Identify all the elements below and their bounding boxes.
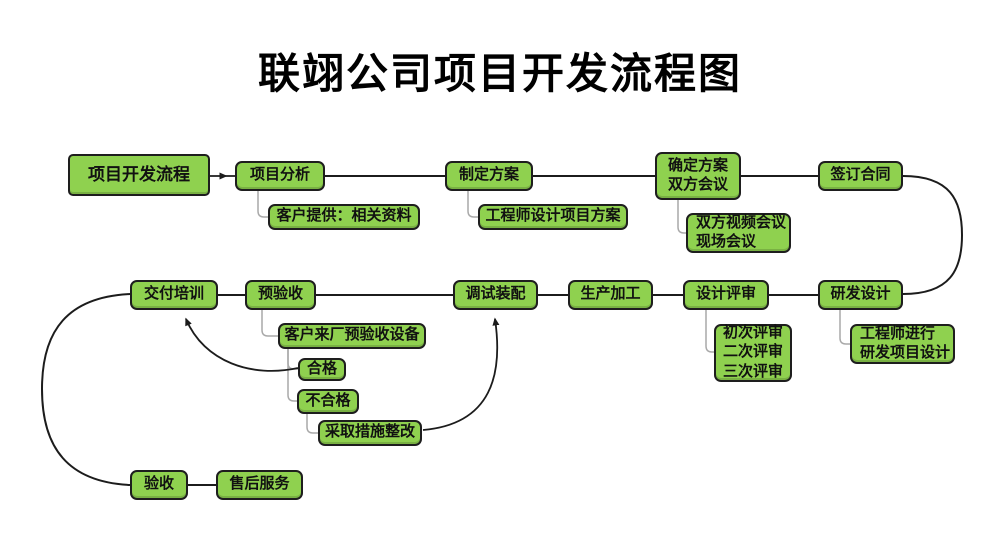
branch-review-note	[705, 310, 714, 353]
curve-contract-to-rnd	[902, 175, 964, 295]
node-design-review: 设计评审	[683, 280, 769, 310]
curve-delivery-to-acceptance	[40, 293, 131, 486]
node-video-meeting-note: 双方视频会议 现场会议	[686, 213, 791, 253]
branch-unqualified	[287, 349, 297, 402]
node-delivery-training: 交付培训	[130, 280, 218, 310]
node-production: 生产加工	[568, 280, 653, 310]
node-take-corrective-measures: 采取措施整改	[318, 420, 422, 446]
arrow-qualified-to-delivery	[185, 317, 299, 372]
branch-plan-note	[467, 191, 478, 218]
node-acceptance: 验收	[130, 470, 188, 500]
node-confirm-plan-meeting: 确定方案 双方会议	[655, 152, 741, 200]
node-engineer-rnd-note: 工程师进行 研发项目设计	[850, 324, 955, 364]
node-project-dev-process: 项目开发流程	[68, 154, 210, 196]
branch-qualified	[287, 349, 298, 370]
arrow-rectify-to-assembly	[422, 317, 500, 431]
node-qualified: 合格	[298, 358, 346, 381]
node-after-sales-service: 售后服务	[216, 470, 303, 500]
node-review-rounds-note: 初次评审 二次评审 三次评审	[714, 324, 792, 382]
node-make-plan: 制定方案	[445, 161, 533, 191]
node-rnd-design: 研发设计	[818, 280, 903, 310]
node-engineer-plan-note: 工程师设计项目方案	[478, 204, 628, 230]
node-pre-acceptance: 预验收	[245, 280, 316, 310]
node-customer-preacceptance-note: 客户来厂预验收设备	[278, 323, 426, 349]
node-unqualified: 不合格	[297, 389, 359, 414]
branch-rnd-note	[839, 310, 850, 345]
node-debug-assembly: 调试装配	[453, 280, 538, 310]
diagram-title: 联翊公司项目开发流程图	[257, 52, 742, 98]
branch-rectify	[306, 414, 318, 434]
branch-preacceptance-note	[261, 310, 278, 337]
branch-analysis-note	[257, 191, 268, 218]
node-sign-contract: 签订合同	[818, 161, 903, 191]
node-project-analysis: 项目分析	[235, 161, 325, 191]
node-customer-materials-note: 客户提供：相关资料	[268, 204, 420, 230]
branch-confirm-note	[677, 200, 686, 234]
